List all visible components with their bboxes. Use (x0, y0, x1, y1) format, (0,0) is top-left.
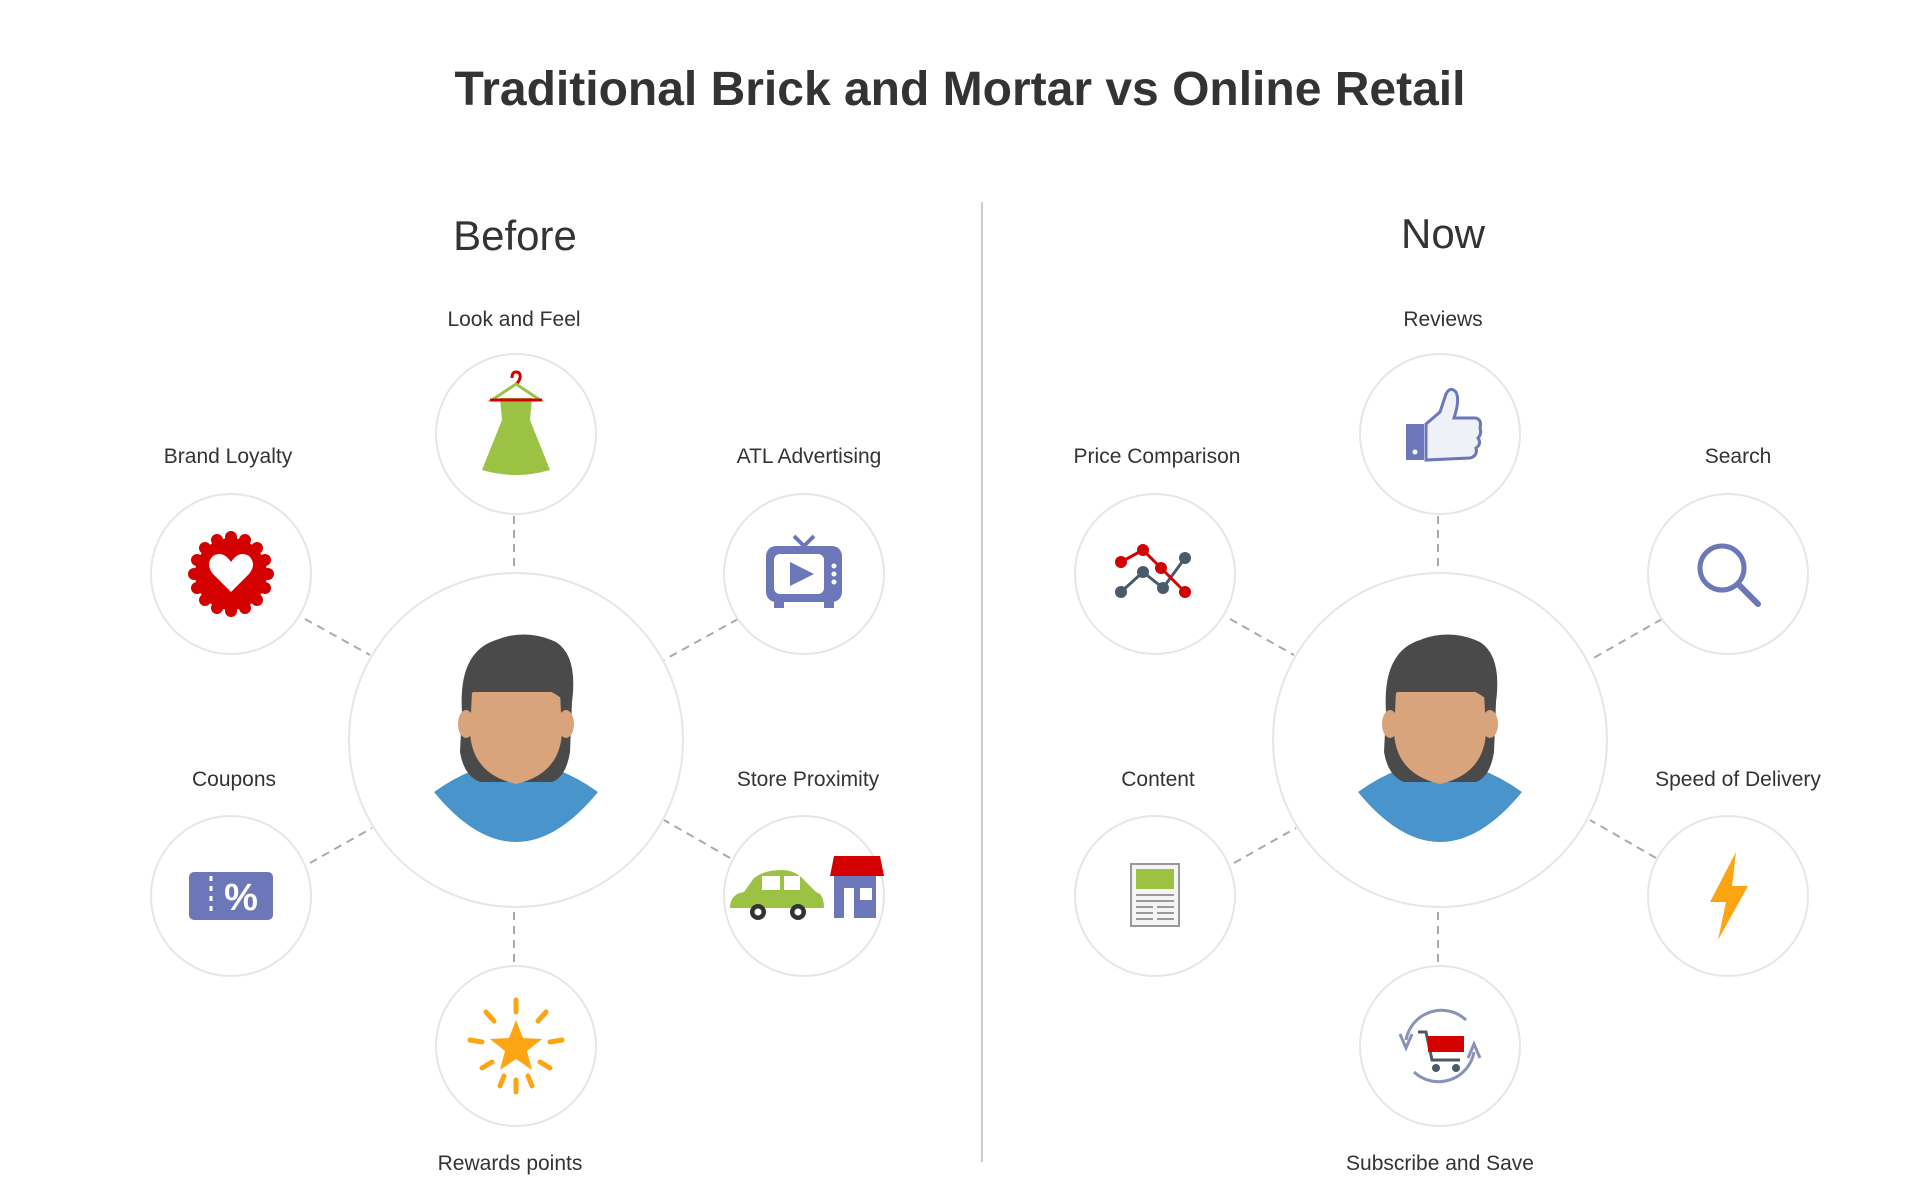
page-title: Traditional Brick and Mortar vs Online R… (454, 63, 1466, 116)
label-subscribe-and-save: Subscribe and Save (1346, 1152, 1534, 1175)
now-connectors (1229, 516, 1663, 962)
label-price-comparison: Price Comparison (1073, 445, 1241, 468)
line-graph-icon (1115, 544, 1191, 598)
now-heading: Now (1400, 210, 1486, 257)
magnifier-icon (1697, 543, 1761, 607)
percent-ticket-icon: % (189, 872, 273, 920)
label-brand-loyalty: Brand Loyalty (163, 445, 293, 468)
label-look-and-feel: Look and Feel (447, 308, 581, 331)
shining-star-icon (467, 997, 565, 1095)
label-speed-of-delivery: Speed of Delivery (1655, 768, 1821, 791)
price-comparison-node (1074, 493, 1236, 655)
label-rewards-points: Rewards points (437, 1152, 583, 1175)
before-connectors (304, 516, 739, 962)
thumbs-up-icon (1406, 387, 1483, 462)
svg-text:%: % (224, 877, 258, 919)
car-and-store-icon (730, 856, 884, 920)
label-content: Content (1121, 768, 1195, 791)
heart-badge-icon (188, 531, 274, 617)
before-heading: Before (453, 212, 577, 259)
label-store-proximity: Store Proximity (736, 768, 880, 791)
search-node (1647, 493, 1809, 655)
tv-play-icon (766, 534, 842, 608)
label-coupons: Coupons (191, 768, 277, 791)
label-search: Search (1704, 445, 1772, 468)
cart-refresh-icon (1398, 1008, 1482, 1084)
label-atl-advertising: ATL Advertising (736, 445, 882, 468)
lightning-icon (1710, 852, 1748, 940)
document-icon (1130, 863, 1180, 927)
label-reviews: Reviews (1403, 308, 1483, 331)
dress-on-hanger-icon (482, 370, 550, 475)
